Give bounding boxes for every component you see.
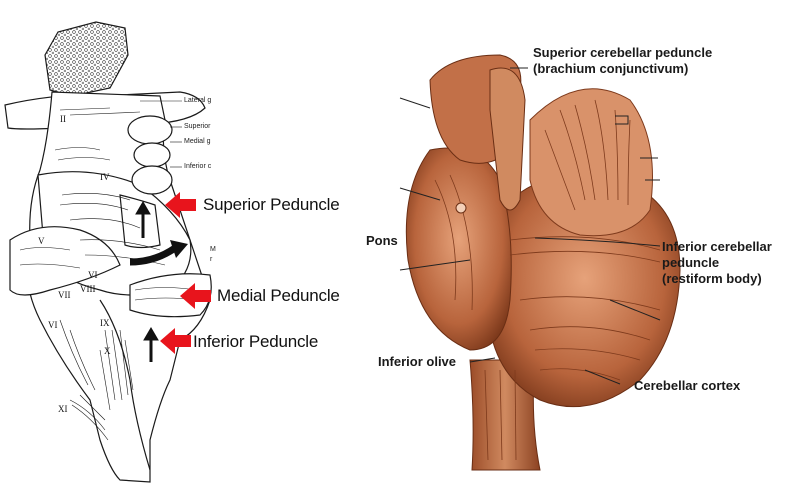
nerve-label-viii: VIII: [80, 284, 96, 294]
red-arrow-superior: [165, 192, 196, 218]
label-cerebellar-cortex: Cerebellar cortex: [634, 378, 741, 393]
nerve-label-ii: II: [60, 114, 66, 124]
callout-medial-peduncle: Medial Peduncle: [217, 286, 340, 305]
label-superior-colliculus: Superior: [184, 123, 211, 130]
nerve-label-xi: XI: [58, 404, 68, 414]
label-pons: Pons: [366, 233, 398, 248]
nerve-label-ix: IX: [100, 318, 110, 328]
label-inferior-cerebellar-peduncle: Inferior cerebellar peduncle (restiform …: [662, 239, 772, 286]
cerebellum-illustration: [399, 54, 681, 471]
label-inferior-olive: Inferior olive: [378, 354, 457, 369]
leader-cortex: [584, 369, 621, 385]
callout-superior-peduncle: Superior Peduncle: [203, 195, 340, 214]
right-diagram-panel: Superior cerebellar peduncle (brachium c…: [360, 0, 788, 504]
brainstem-line-drawing: [4, 21, 212, 483]
nerve-label-vii: VII: [58, 290, 71, 300]
label-superior-cerebellar-peduncle: Superior cerebellar peduncle (brachium c…: [533, 45, 713, 76]
left-diagram-panel: II IV V VI VI VII VIII IX X XI Lateral g…: [0, 0, 360, 504]
label-r-partial: r: [210, 256, 213, 263]
red-arrow-inferior: [160, 328, 191, 354]
callout-inferior-peduncle: Inferior Peduncle: [193, 332, 319, 351]
nerve-label-x: X: [104, 346, 111, 356]
nerve-label-vi-a: VI: [88, 270, 98, 280]
label-m-partial: M: [210, 246, 216, 253]
red-arrow-group: [160, 192, 211, 354]
leader-olive: [469, 357, 496, 363]
label-inferior-colliculus: Inferior c: [184, 163, 212, 170]
label-medial-geniculate: Medial g: [184, 138, 211, 145]
label-lateral-geniculate: Lateral g: [184, 97, 212, 104]
red-arrow-medial: [180, 283, 211, 309]
nerve-label-vi-b: VI: [48, 320, 58, 330]
nerve-label-v: V: [38, 236, 45, 246]
leader-inferior: [534, 237, 661, 247]
nerve-label-iv: IV: [100, 172, 110, 182]
